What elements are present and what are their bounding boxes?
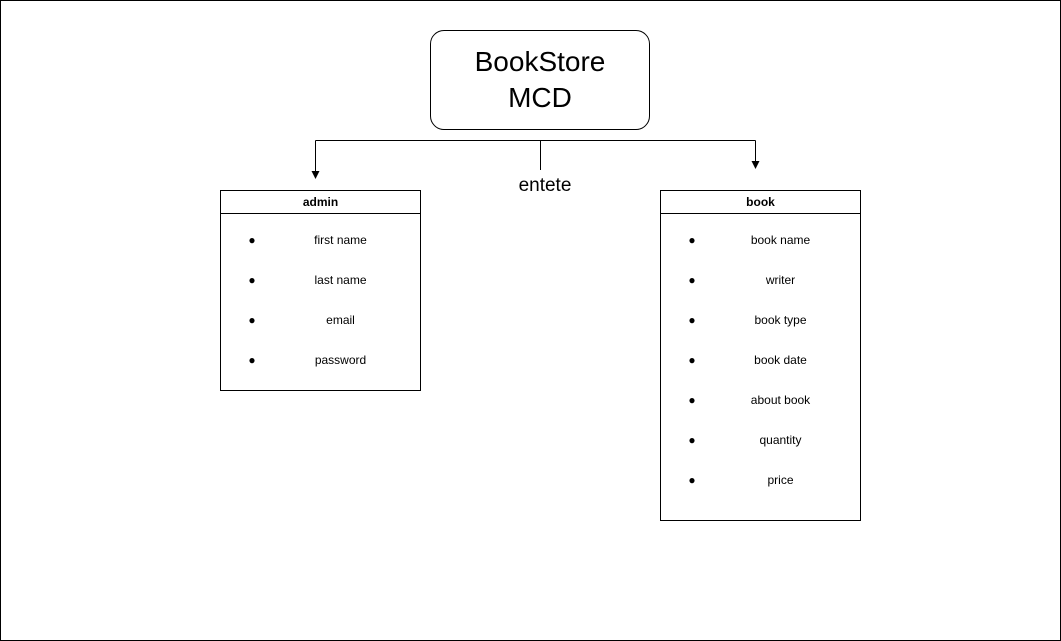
attribute-label: book name <box>750 233 811 247</box>
bullet-icon: ● <box>688 233 696 247</box>
attribute-item: ● password <box>221 340 420 380</box>
attribute-item: ● book date <box>661 340 860 380</box>
entity-book-attributes: ● book name ● writer ● book type ● book … <box>661 214 860 500</box>
entity-book[interactable]: book ● book name ● writer ● book type ● … <box>660 190 861 521</box>
root-node-title-line2: MCD <box>508 82 572 113</box>
bullet-icon: ● <box>248 273 256 287</box>
attribute-item: ● about book <box>661 380 860 420</box>
attribute-label: first name <box>314 233 367 247</box>
attribute-label: about book <box>750 393 811 407</box>
attribute-label: quantity <box>759 433 802 447</box>
bullet-icon: ● <box>688 313 696 327</box>
attribute-label: price <box>767 473 794 487</box>
attribute-label: password <box>314 353 367 367</box>
attribute-item: ● price <box>661 460 860 500</box>
entity-admin[interactable]: admin ● first name ● last name ● email ●… <box>220 190 421 391</box>
bullet-icon: ● <box>688 433 696 447</box>
bullet-icon: ● <box>248 353 256 367</box>
bullet-icon: ● <box>688 273 696 287</box>
edge-label-entete: entete <box>500 174 590 198</box>
attribute-item: ● last name <box>221 260 420 300</box>
attribute-label: email <box>326 313 355 327</box>
attribute-item: ● email <box>221 300 420 340</box>
bullet-icon: ● <box>248 313 256 327</box>
bullet-icon: ● <box>688 353 696 367</box>
root-node-title-line1: BookStore <box>474 46 606 77</box>
attribute-label: book date <box>754 353 807 367</box>
bullet-icon: ● <box>688 473 696 487</box>
attribute-label: last name <box>314 273 367 287</box>
root-node-bookstore-mcd[interactable]: BookStore MCD <box>430 30 650 130</box>
attribute-item: ● quantity <box>661 420 860 460</box>
entity-admin-title: admin <box>221 191 420 214</box>
attribute-item: ● book type <box>661 300 860 340</box>
entity-admin-attributes: ● first name ● last name ● email ● passw… <box>221 214 420 380</box>
entity-book-title: book <box>661 191 860 214</box>
attribute-item: ● writer <box>661 260 860 300</box>
attribute-item: ● first name <box>221 220 420 260</box>
attribute-label: book type <box>754 313 807 327</box>
bullet-icon: ● <box>248 233 256 247</box>
bullet-icon: ● <box>688 393 696 407</box>
attribute-item: ● book name <box>661 220 860 260</box>
attribute-label: writer <box>765 273 796 287</box>
